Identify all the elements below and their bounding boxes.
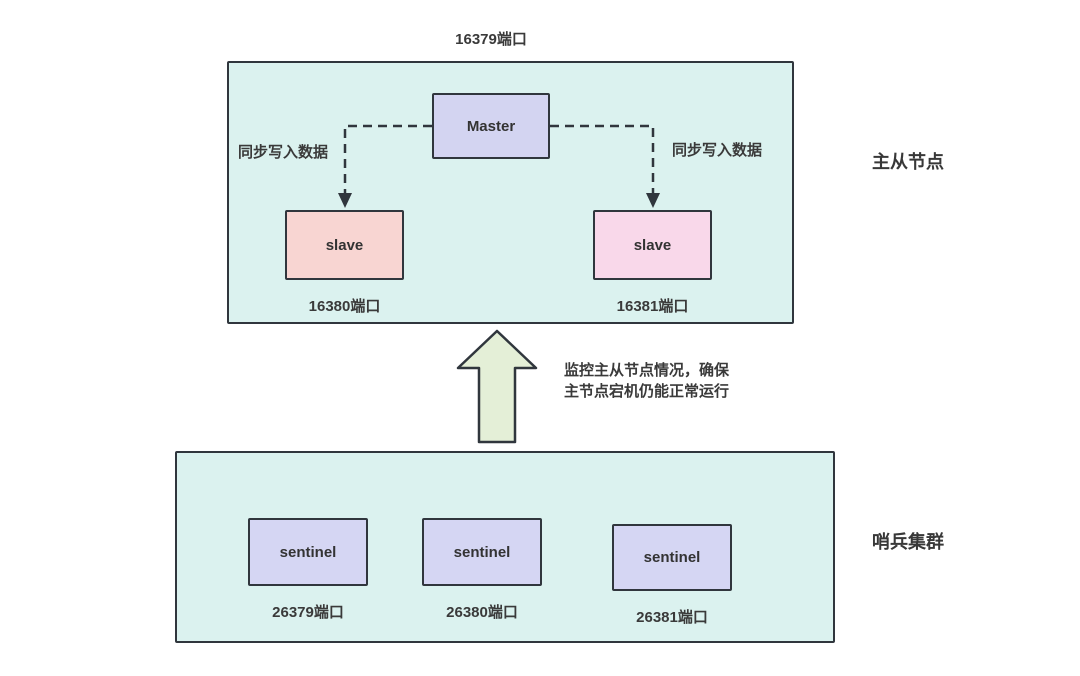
sentinel-1-port-label: 26379端口 [272, 604, 344, 621]
sentinel-node-1: sentinel [248, 518, 368, 586]
sentinel-group-label: 哨兵集群 [872, 532, 944, 552]
slave-node-left: slave [285, 210, 404, 280]
master-group-label: 主从节点 [872, 152, 944, 172]
sentinel-node-3: sentinel [612, 524, 732, 591]
slave-node-left-label: slave [325, 236, 364, 254]
sentinel-node-1-label: sentinel [279, 543, 337, 561]
slave-node-right-label: slave [633, 236, 672, 254]
slave-right-port-label: 16381端口 [616, 298, 689, 315]
master-node-label: Master [466, 117, 516, 135]
monitor-note-line2: 主节点宕机仍能正常运行 [564, 383, 730, 400]
sentinel-3-port-label: 26381端口 [636, 609, 708, 626]
sync-label-left: 同步写入数据 [238, 144, 329, 161]
monitor-note-line1: 监控主从节点情况，确保 [564, 362, 730, 379]
sentinel-node-2-label: sentinel [453, 543, 511, 561]
master-node: Master [432, 93, 550, 159]
monitor-up-arrow-icon [456, 329, 538, 444]
sentinel-node-3-label: sentinel [643, 549, 701, 566]
slave-left-port-label: 16380端口 [308, 298, 381, 315]
sync-label-right: 同步写入数据 [672, 142, 763, 159]
master-port-label: 16379端口 [455, 31, 527, 48]
sentinel-node-2: sentinel [422, 518, 542, 586]
sentinel-2-port-label: 26380端口 [446, 604, 518, 621]
slave-node-right: slave [593, 210, 712, 280]
monitor-note: 监控主从节点情况，确保 主节点宕机仍能正常运行 [564, 360, 729, 402]
